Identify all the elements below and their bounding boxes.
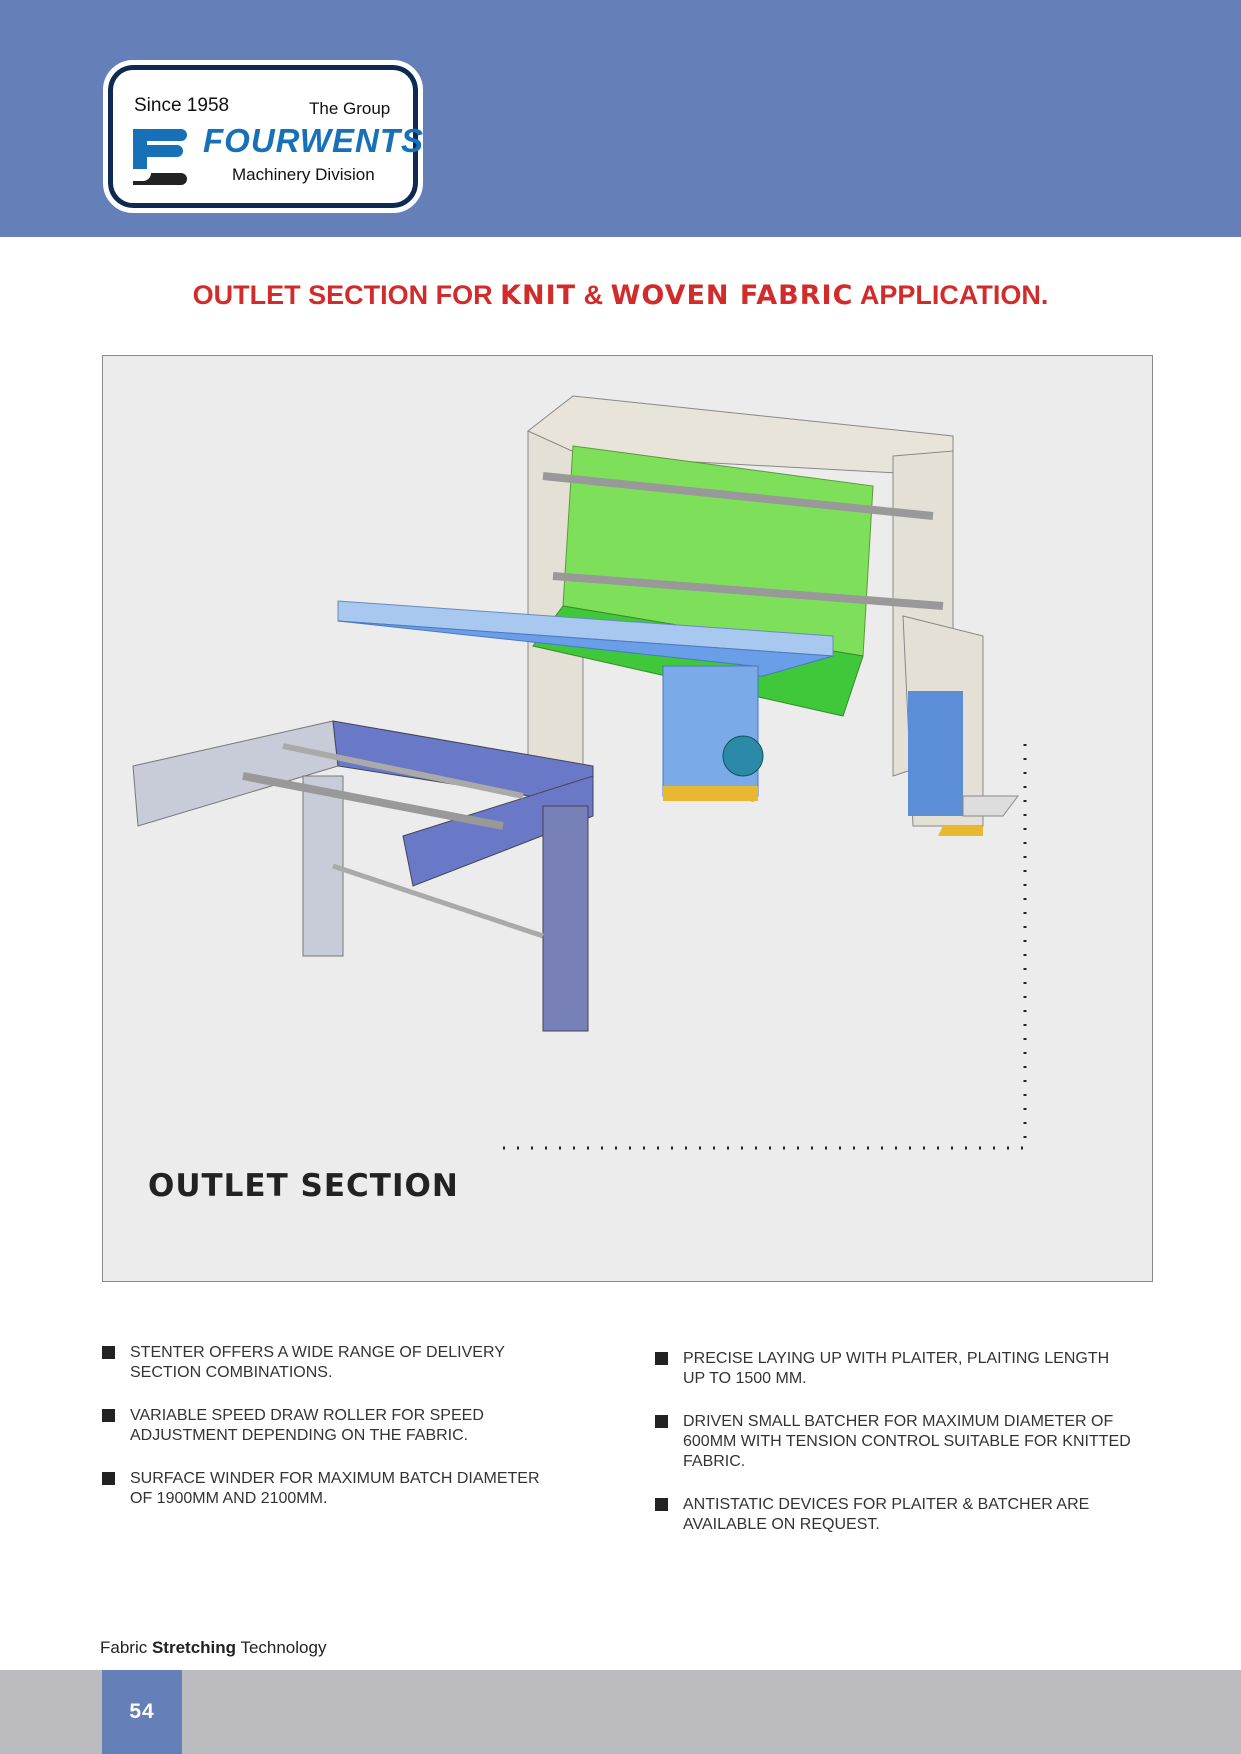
- feature-item: VARIABLE SPEED DRAW ROLLER FOR SPEED ADJ…: [102, 1406, 562, 1446]
- logo-since: Since 1958: [134, 95, 230, 116]
- title-woven: WOVEN FABRIC: [610, 280, 854, 311]
- feature-item: DRIVEN SMALL BATCHER FOR MAXIMUM DIAMETE…: [655, 1412, 1135, 1472]
- feature-item: ANTISTATIC DEVICES FOR PLAITER & BATCHER…: [655, 1495, 1135, 1535]
- title-text: OUTLET SECTION FOR: [192, 280, 501, 310]
- feature-list-right: PRECISE LAYING UP WITH PLAITER, PLAITING…: [655, 1349, 1135, 1558]
- feature-item: PRECISE LAYING UP WITH PLAITER, PLAITING…: [655, 1349, 1135, 1389]
- title-amp: &: [576, 280, 611, 310]
- logo-group: The Group: [309, 99, 391, 118]
- footer-caption: Fabric Stretching Technology: [100, 1638, 326, 1658]
- page-title: OUTLET SECTION FOR KNIT & WOVEN FABRIC A…: [0, 280, 1241, 311]
- footer-pre: Fabric: [100, 1638, 152, 1657]
- footer-post: Technology: [236, 1638, 327, 1657]
- title-text-end: APPLICATION.: [853, 280, 1049, 310]
- logo-mark-icon: [133, 129, 187, 185]
- feature-item: SURFACE WINDER FOR MAXIMUM BATCH DIAMETE…: [102, 1469, 562, 1509]
- conveyor-table: [337, 600, 834, 802]
- feature-item: STENTER OFFERS A WIDE RANGE OF DELIVERY …: [102, 1343, 562, 1383]
- feature-list-left: STENTER OFFERS A WIDE RANGE OF DELIVERY …: [102, 1343, 562, 1532]
- company-logo: Since 1958 The Group FOURWENTS Machinery…: [103, 60, 423, 213]
- outlet-section-label: OUTLET SECTION: [148, 1168, 459, 1204]
- footer-band: [0, 1670, 1241, 1754]
- logo-division: Machinery Division: [232, 165, 375, 184]
- plaiter-machine: [527, 395, 1019, 836]
- outlet-frame: [132, 720, 594, 1032]
- machine-illustration: OUTLET SECTION: [102, 355, 1153, 1282]
- header-band: Since 1958 The Group FOURWENTS Machinery…: [0, 0, 1241, 237]
- machine-drawing: [132, 395, 1027, 1150]
- title-knit: KNIT: [500, 280, 577, 311]
- footer-bold: Stretching: [151, 1638, 237, 1657]
- page-number: 54: [102, 1670, 182, 1754]
- logo-brand: FOURWENTS: [203, 122, 425, 159]
